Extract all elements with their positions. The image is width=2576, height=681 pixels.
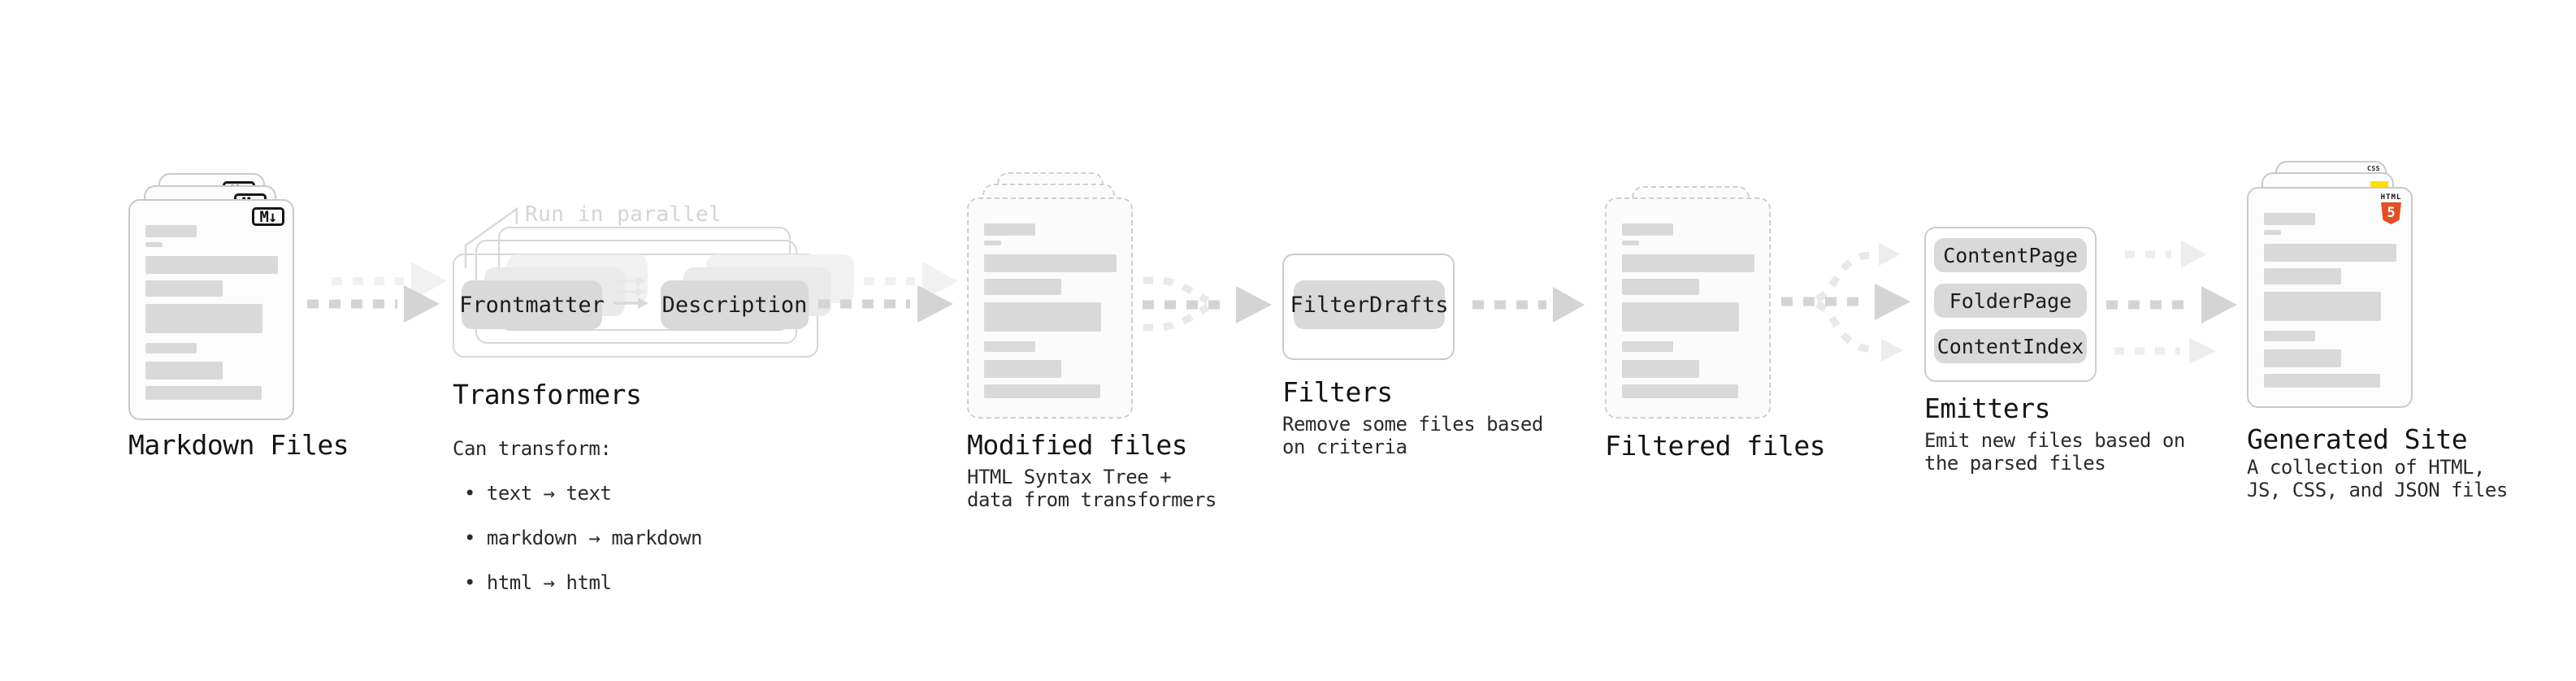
placeholder-text-bar [984,279,1061,295]
arrow-markdown-to-transformers [307,285,440,323]
html-file-card: HTML 5 [2247,187,2413,408]
arrow-markdown-to-transformers-ghost [332,262,447,301]
placeholder-text-bar [984,241,1001,245]
html5-icon: HTML 5 [2380,193,2402,224]
description-pill: Description [661,280,809,329]
arrow-fanout-bottom-head [1881,339,1903,362]
folderpage-pill: FolderPage [1934,284,2087,318]
frontmatter-pill: Frontmatter [459,280,605,329]
markdown-files-label: Markdown Files [128,429,349,461]
placeholder-text-bar [1622,384,1738,398]
contentindex-pill: ContentIndex [1934,329,2087,363]
placeholder-text-bar [1622,279,1699,295]
run-in-parallel-note: Run in parallel [525,202,722,227]
arrow-fanout-top-head [1879,243,1901,266]
arrow-emitters-bottom [2114,338,2216,364]
filters-label: Filters [1282,376,1393,408]
placeholder-text-bar [1622,223,1673,236]
placeholder-text-bar [2264,230,2281,235]
contentpage-pill: ContentPage [1934,238,2087,272]
can-transform-title: Can transform: [453,436,612,460]
placeholder-text-bar [2264,349,2341,367]
placeholder-text-bar [1622,254,1754,272]
transform-bullet: • text → text [464,481,612,505]
generated-site-description: A collection of HTML, JS, CSS, and JSON … [2247,456,2508,501]
transform-bullet: • html → html [464,570,612,594]
arrow-transformers-to-modified-ghost [843,262,958,301]
placeholder-text-bar [145,256,278,274]
filters-description: Remove some files based on criteria [1282,413,1543,458]
placeholder-text-bar [145,242,163,247]
placeholder-text-bar [2264,292,2381,321]
placeholder-text-bar [1622,341,1673,352]
arrow-emitters-top [2125,241,2206,268]
placeholder-text-bar [1622,241,1639,245]
placeholder-text-bar [984,302,1101,332]
placeholder-text-bar [145,343,197,354]
placeholder-text-bar [1622,302,1739,332]
emitters-description: Emit new files based on the parsed files [1924,429,2185,475]
placeholder-text-bar [2264,331,2315,341]
placeholder-text-bar [145,304,262,333]
filterdrafts-pill: FilterDrafts [1290,280,1449,329]
transformers-description: Can transform: • text → text • markdown … [453,415,702,617]
modified-files-label: Modified files [967,429,1188,461]
placeholder-text-bar [145,225,197,237]
arrow-filters-to-filtered [1472,287,1585,323]
placeholder-text-bar [984,384,1100,398]
placeholder-text-bar [1622,360,1699,378]
placeholder-text-bar [984,341,1035,352]
modified-files-description: HTML Syntax Tree + data from transformer… [967,466,1216,511]
placeholder-text-bar [2264,213,2315,225]
js-icon [2370,181,2388,190]
markdown-file-card-front: M↓ [128,199,294,420]
arrow-emitters-middle [2106,286,2237,323]
markdown-icon: M↓ [252,207,284,226]
placeholder-text-bar [984,223,1035,236]
transformers-label: Transformers [453,379,642,410]
filtered-file-card-front [1605,197,1771,419]
placeholder-text-bar [2264,268,2341,284]
html5-icon-shield: 5 [2381,202,2401,224]
arrow-filtered-to-emitters [1781,284,1910,320]
placeholder-text-bar [145,280,223,297]
arrow-fanout-curves [1815,251,1873,354]
placeholder-text-bar [2264,374,2380,388]
filtered-files-label: Filtered files [1605,430,1826,462]
placeholder-text-bar [984,360,1061,378]
emitters-label: Emitters [1924,393,2050,424]
placeholder-text-bar [2264,244,2396,262]
generated-site-label: Generated Site [2247,423,2468,455]
placeholder-text-bar [145,362,223,380]
transform-bullet: • markdown → markdown [464,526,702,549]
css-icon-word: CSS [2367,165,2380,172]
arrow-merge-curves [1143,276,1210,332]
html5-icon-word: HTML [2380,193,2402,202]
modified-file-card-front [967,197,1133,419]
arrow-modified-to-filters [1143,286,1272,323]
placeholder-text-bar [145,386,262,400]
placeholder-text-bar [984,254,1117,272]
